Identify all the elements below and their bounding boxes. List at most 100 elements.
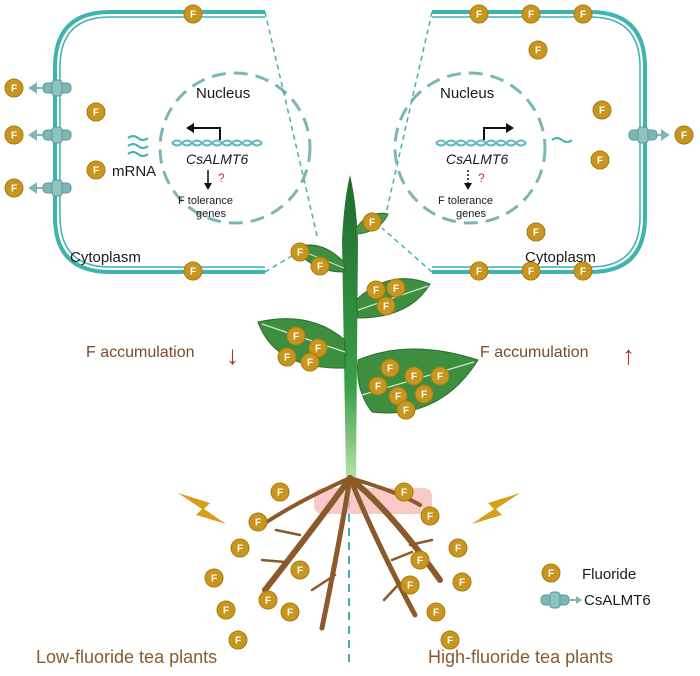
svg-text:F: F	[433, 608, 439, 619]
svg-text:F: F	[476, 267, 482, 278]
svg-text:F: F	[211, 574, 217, 585]
svg-text:F: F	[437, 372, 443, 383]
left-tolerance-1: F tolerance	[178, 195, 233, 207]
svg-text:F: F	[476, 10, 482, 21]
fluoride-icon: F	[270, 482, 290, 502]
svg-text:F: F	[235, 636, 241, 647]
fluoride-icon: F	[452, 572, 472, 592]
svg-text:F: F	[580, 10, 586, 21]
svg-text:F: F	[237, 544, 243, 555]
fluoride-icon: F	[290, 242, 310, 262]
stem	[342, 175, 358, 478]
left-accumulation-arrow: ↓	[226, 340, 239, 370]
svg-text:F: F	[421, 390, 427, 401]
svg-text:F: F	[315, 344, 321, 355]
svg-text:F: F	[93, 108, 99, 119]
bottom-left-title: Low-fluoride tea plants	[36, 647, 217, 667]
svg-text:F: F	[387, 364, 393, 375]
svg-text:F: F	[681, 131, 687, 142]
fluoride-icon: F	[258, 590, 278, 610]
fluoride-icon: F	[469, 261, 489, 281]
fluoride-icon: F	[86, 160, 106, 180]
left-nucleus-label: Nucleus	[196, 85, 250, 102]
right-tolerance-1: F tolerance	[438, 195, 493, 207]
right-cell: Nucleus CsALMT6 ? F tolerance genes Cyto…	[393, 10, 670, 274]
left-accumulation-label: F accumulation	[86, 344, 195, 361]
svg-text:F: F	[375, 382, 381, 393]
right-cytoplasm-label: Cytoplasm	[525, 249, 596, 266]
svg-text:F: F	[317, 262, 323, 273]
fluoride-icon: F	[440, 630, 460, 650]
left-tolerance-2: genes	[196, 208, 226, 220]
fluoride-icon: F	[386, 278, 406, 298]
fluoride-icon: F	[396, 400, 416, 420]
right-mrna-icon	[551, 137, 573, 143]
right-gene-label: CsALMT6	[446, 151, 508, 167]
svg-text:F: F	[597, 156, 603, 167]
left-question: ?	[218, 171, 225, 185]
right-nucleus	[393, 71, 547, 225]
fluoride-icon: F	[228, 630, 248, 650]
fluoride-icon: F	[394, 482, 414, 502]
svg-text:F: F	[369, 218, 375, 229]
fluoride-icon: F	[362, 212, 382, 232]
svg-text:F: F	[190, 10, 196, 21]
fluoride-icon: F	[286, 326, 306, 346]
right-question: ?	[478, 171, 485, 185]
fluoride-icon: F	[204, 568, 224, 588]
right-accumulation-arrow: ↑	[622, 340, 635, 370]
lightning-icon	[178, 493, 226, 524]
fluoride-icon: F	[4, 178, 24, 198]
svg-text:F: F	[455, 544, 461, 555]
fluoride-icon: F	[590, 150, 610, 170]
fluoride-icon: F	[4, 78, 24, 98]
svg-text:F: F	[599, 106, 605, 117]
right-promoter-arrow	[483, 127, 508, 140]
svg-text:F: F	[284, 353, 290, 364]
svg-text:F: F	[403, 406, 409, 417]
svg-text:F: F	[11, 84, 17, 95]
svg-text:F: F	[417, 556, 423, 567]
fluoride-icon: F	[280, 602, 300, 622]
left-dna	[171, 139, 263, 147]
fluoride-icon: F	[248, 512, 268, 532]
fluoride-icon: F	[414, 384, 434, 404]
lightning-icon	[472, 493, 520, 524]
left-cell: Nucleus CsALMT6 ? F tolerance genes mRNA…	[28, 10, 312, 274]
svg-text:F: F	[11, 184, 17, 195]
svg-text:F: F	[255, 518, 261, 529]
fluoride-icon: F	[277, 347, 297, 367]
svg-text:F: F	[383, 302, 389, 313]
right-transporter	[628, 126, 670, 144]
svg-text:F: F	[535, 46, 541, 57]
svg-text:F: F	[223, 606, 229, 617]
right-nucleus-label: Nucleus	[440, 85, 494, 102]
svg-text:F: F	[407, 581, 413, 592]
right-dna	[435, 139, 527, 147]
svg-text:F: F	[411, 372, 417, 383]
fluoride-icon: F	[400, 575, 420, 595]
fluoride-icon: F	[376, 296, 396, 316]
svg-text:F: F	[297, 566, 303, 577]
legend-transporter-icon	[540, 591, 582, 609]
svg-text:F: F	[287, 608, 293, 619]
svg-text:F: F	[11, 131, 17, 142]
legend-fluoride-icon	[541, 563, 561, 583]
left-mrna-label: mRNA	[112, 163, 156, 180]
right-accumulation-label: F accumulation	[480, 344, 589, 361]
svg-text:F: F	[277, 488, 283, 499]
fluoride-icon: F	[592, 100, 612, 120]
svg-text:F: F	[373, 286, 379, 297]
fluoride-icon: F	[469, 4, 489, 24]
svg-text:F: F	[293, 332, 299, 343]
legend-fluoride-label: Fluoride	[582, 566, 636, 583]
svg-text:F: F	[447, 636, 453, 647]
bottom-right-title: High-fluoride tea plants	[428, 647, 613, 667]
legend-transporter-label: CsALMT6	[584, 592, 651, 609]
fluoride-icon: F	[368, 376, 388, 396]
fluoride-icon: F	[674, 125, 694, 145]
svg-text:F: F	[395, 392, 401, 403]
fluoride-icon: F	[426, 602, 446, 622]
